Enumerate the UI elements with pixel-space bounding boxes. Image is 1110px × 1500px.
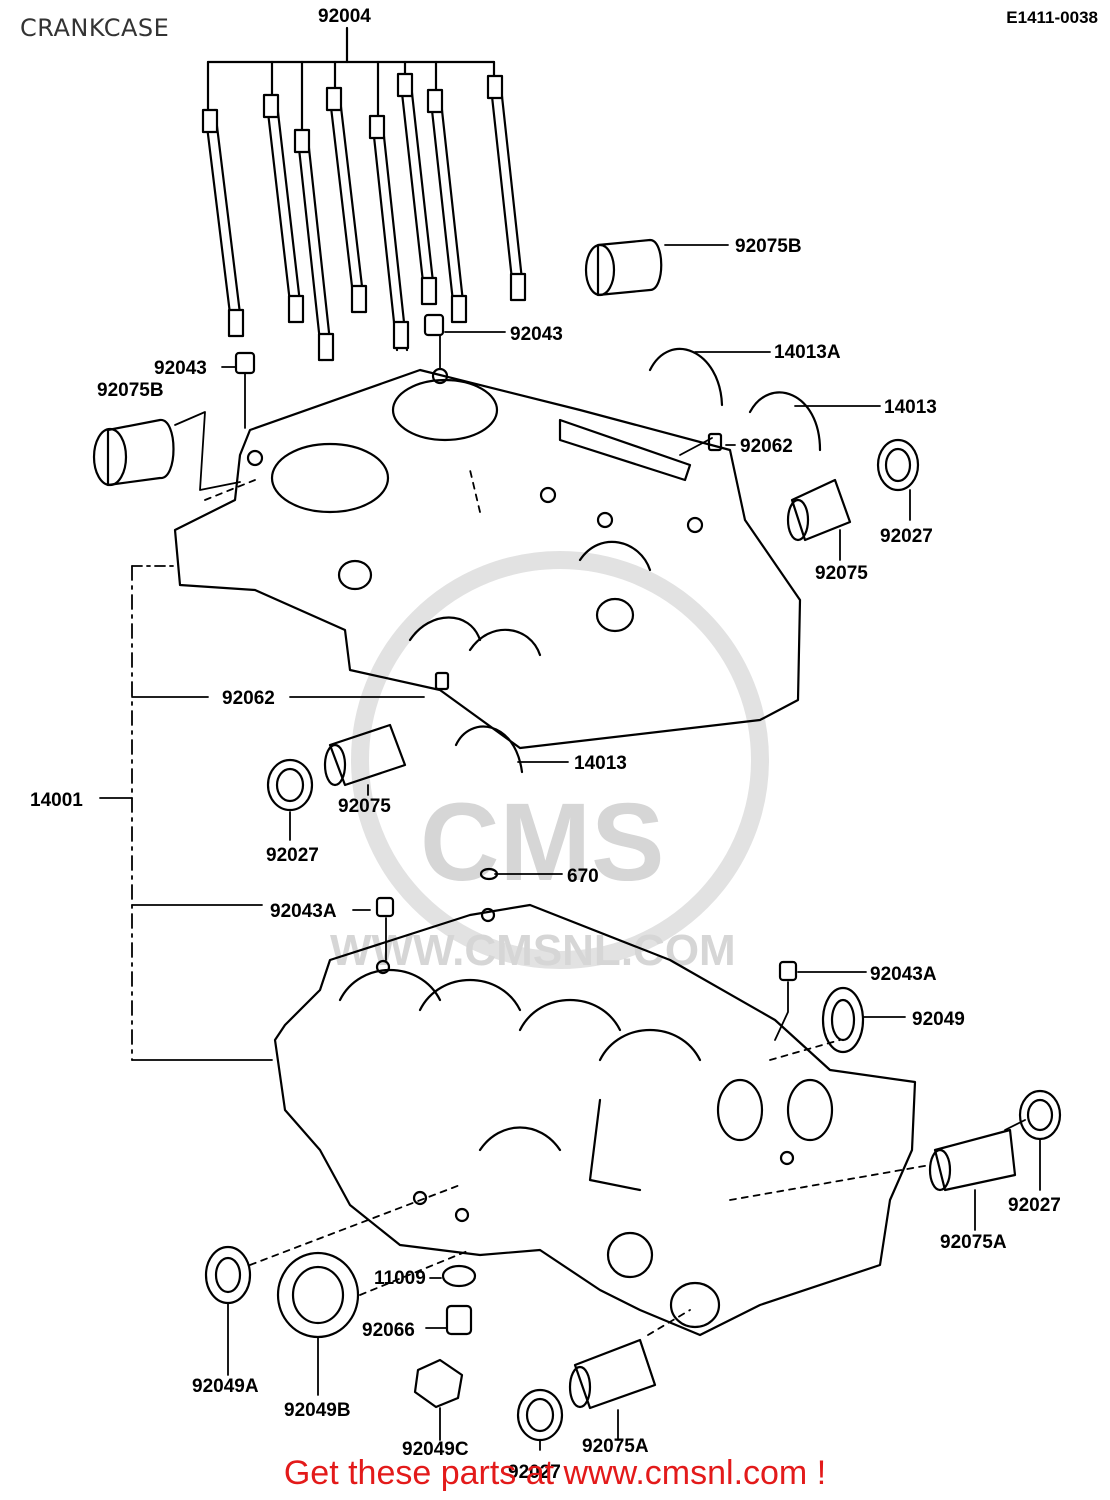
watermark-url: WWW.CMSNL.COM [330,926,736,975]
label-92062-left: 92062 [222,688,275,709]
label-92043a-left: 92043A [270,901,337,922]
label-92004: 92004 [318,6,371,27]
label-92049a: 92049A [192,1376,259,1397]
label-92075a-right: 92075A [940,1232,1007,1253]
stud-bolts [201,26,527,362]
label-670: 670 [567,866,599,887]
label-92043-right: 92043 [510,324,563,345]
label-92027-bottom-right: 92027 [1008,1195,1061,1216]
label-92075-left: 92075 [338,796,391,817]
label-92075-right: 92075 [815,563,868,584]
label-92049: 92049 [912,1009,965,1030]
upper-crankcase [173,367,802,750]
leader-lines [99,244,1041,1451]
label-14013a: 14013A [774,342,841,363]
label-14001: 14001 [30,790,83,811]
label-11009: 11009 [374,1268,426,1289]
label-92075a-bottom: 92075A [582,1436,649,1457]
small-parts [92,238,1062,1442]
label-14013-middle: 14013 [574,753,627,774]
label-92027-bottom: 92027 [508,1462,561,1483]
label-14013-right: 14013 [884,397,937,418]
label-92043-left: 92043 [154,358,207,379]
label-92075b-left: 92075B [97,380,164,401]
watermark-brand: CMS [420,781,664,904]
footer-link[interactable]: Get these parts at www.cmsnl.com ! [283,1454,827,1492]
label-92049b: 92049B [284,1400,351,1421]
lower-crankcase [273,903,917,1337]
diagram-code: E1411-0038 [1006,8,1098,27]
label-92066: 92066 [362,1320,415,1341]
part-labels: 92004 92075B 92043 92043 14013A 92075B 1… [30,6,1061,1483]
page-title: CRANKCASE [20,14,170,42]
label-92043a-right: 92043A [870,964,937,985]
watermark: CMS WWW.CMSNL.COM [330,551,769,975]
label-92027-right: 92027 [880,526,933,547]
label-92075b-right: 92075B [735,236,802,257]
label-92027-left: 92027 [266,845,319,866]
label-92062-right: 92062 [740,436,793,457]
label-92049c: 92049C [402,1439,469,1460]
